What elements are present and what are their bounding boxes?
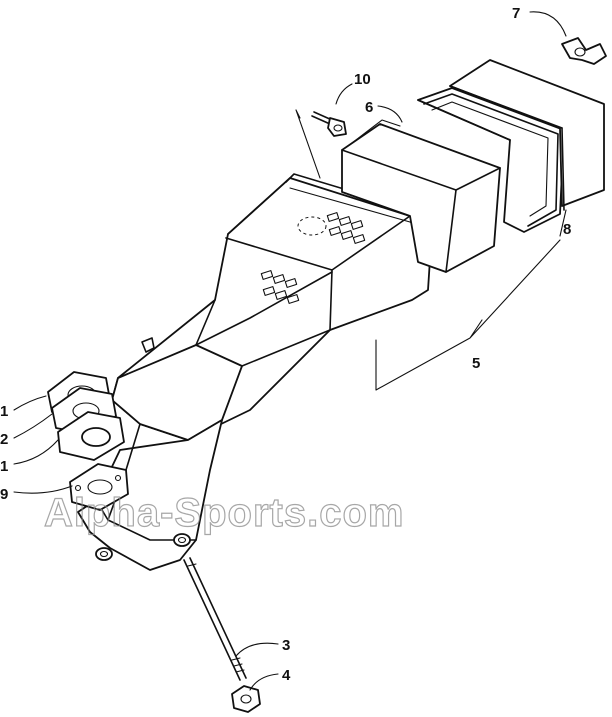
watermark-text: Alpha-Sports.com — [44, 491, 404, 535]
callout-2: 2 — [0, 431, 8, 448]
callout-5: 5 — [472, 355, 480, 372]
stud — [183, 557, 247, 681]
screw — [311, 111, 347, 137]
nut — [231, 685, 261, 713]
filter-element — [341, 119, 501, 273]
callout-labels: 1 2 1 9 3 4 5 6 7 8 10 — [0, 5, 571, 684]
callout-6: 6 — [365, 99, 373, 116]
air-box-assembly — [111, 173, 435, 441]
callout-7: 7 — [512, 5, 520, 22]
callout-1a: 1 — [0, 403, 8, 420]
callout-1b: 1 — [0, 458, 8, 475]
wing-nut — [561, 37, 607, 65]
vent-slots-lower — [260, 270, 300, 304]
callout-10: 10 — [354, 71, 371, 88]
leader-lines — [13, 11, 567, 691]
callout-8: 8 — [563, 221, 571, 238]
callout-3: 3 — [282, 637, 290, 654]
rear-cover — [449, 59, 605, 211]
vent-slots-upper — [326, 212, 366, 244]
intake-manifold — [77, 419, 223, 571]
gasket-frame — [417, 87, 565, 233]
callout-4: 4 — [282, 667, 291, 684]
callout-9: 9 — [0, 486, 8, 503]
gasket-stack — [47, 371, 129, 511]
